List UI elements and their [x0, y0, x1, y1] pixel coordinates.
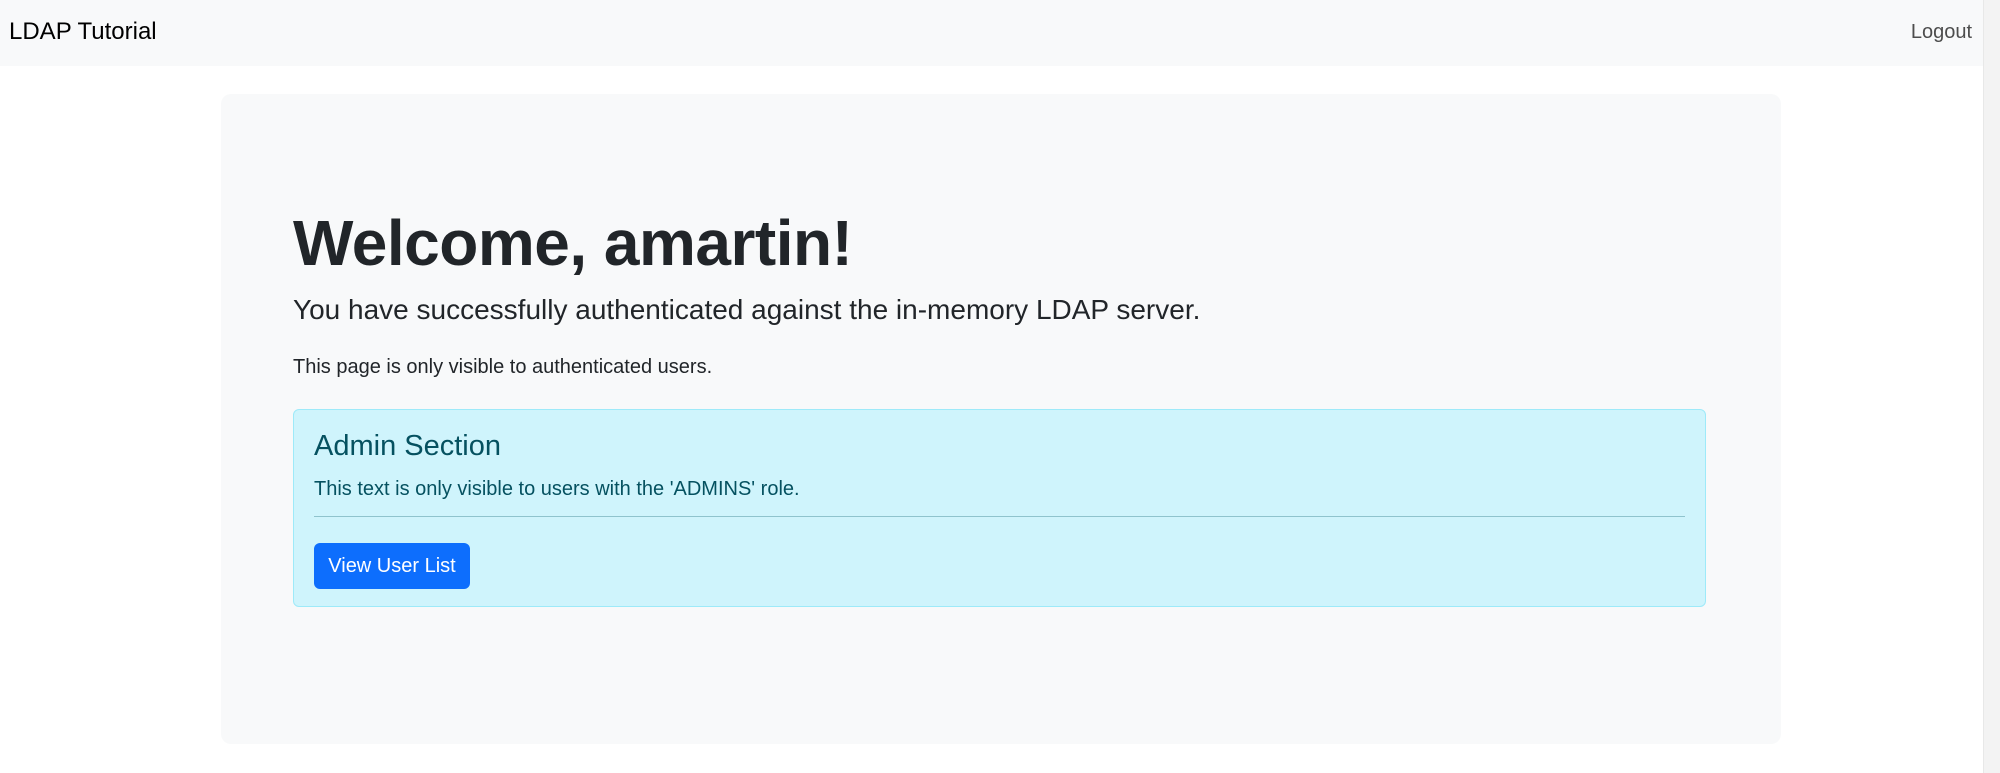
admin-text: This text is only visible to users with … [314, 478, 800, 500]
divider [314, 516, 1685, 517]
welcome-panel: Welcome, amartin! You have successfully … [221, 94, 1781, 744]
lead-text: You have successfully authenticated agai… [293, 294, 1201, 325]
navbar: LDAP Tutorial Logout [0, 0, 1984, 66]
logout-link[interactable]: Logout [1910, 21, 1972, 43]
admin-section: Admin Section This text is only visible … [293, 409, 1706, 607]
admin-heading: Admin Section [314, 430, 501, 462]
visibility-note: This page is only visible to authenticat… [293, 356, 713, 378]
brand-link[interactable]: LDAP Tutorial [9, 18, 157, 45]
view-user-list-button[interactable]: View User List [314, 543, 470, 589]
page-title: Welcome, amartin! [293, 207, 853, 279]
scrollbar[interactable] [1983, 0, 2000, 773]
